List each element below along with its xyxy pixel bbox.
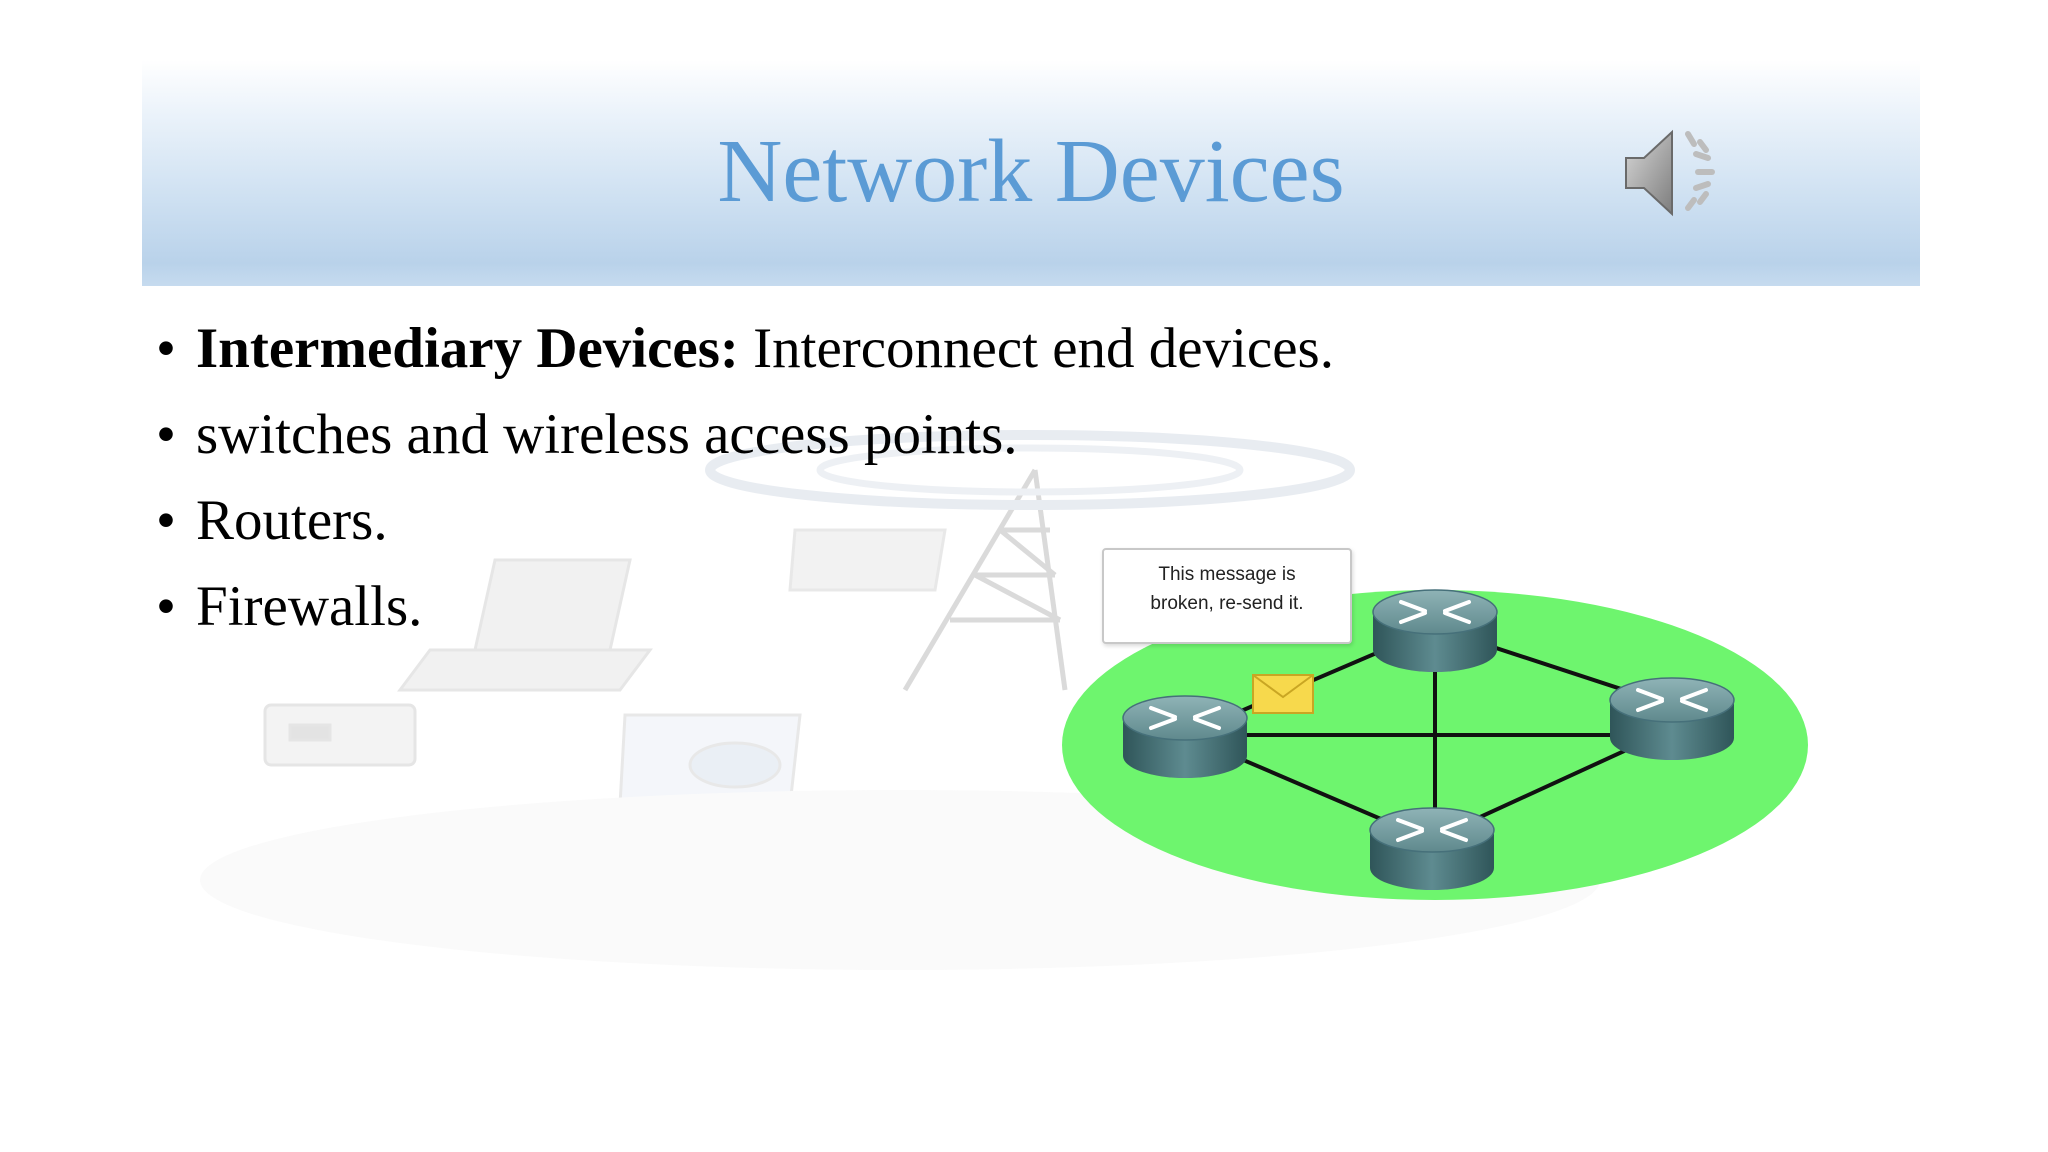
- bullet-text: Interconnect end devices.: [738, 317, 1334, 380]
- bullet-text: Firewalls.: [196, 575, 423, 638]
- bullet-bold-label: Intermediary Devices:: [196, 317, 739, 380]
- callout-line: This message is: [1158, 564, 1296, 585]
- bullet-item: • Firewalls.: [156, 564, 1334, 650]
- bullet-item: • switches and wireless access points.: [156, 392, 1334, 478]
- bullet-list: • Intermediary Devices: Interconnect end …: [156, 306, 1334, 650]
- router-icon: [1371, 588, 1499, 674]
- envelope-icon: [1252, 674, 1314, 714]
- bullet-glyph: •: [156, 317, 176, 380]
- bullet-item: • Routers.: [156, 478, 1334, 564]
- bullet-text: Routers.: [196, 489, 388, 552]
- network-diagram: [1062, 588, 1808, 900]
- antenna-tower-icon: [705, 430, 1355, 692]
- callout-line: broken, re-send it.: [1150, 593, 1304, 614]
- router-icon: [1608, 676, 1736, 762]
- bullet-glyph: •: [156, 489, 176, 552]
- router-icon: [1368, 806, 1496, 892]
- bullet-glyph: •: [156, 403, 176, 466]
- bullet-glyph: •: [156, 575, 176, 638]
- title-banner: Network Devices: [142, 60, 1920, 286]
- bullet-text: switches and wireless access points.: [196, 403, 1018, 466]
- router-icon: [1121, 694, 1249, 780]
- bullet-item: • Intermediary Devices: Interconnect end …: [156, 306, 1334, 392]
- laptop-icon: [788, 528, 947, 592]
- speaker-icon[interactable]: [1620, 124, 1724, 222]
- slide-title: Network Devices: [717, 122, 1345, 221]
- message-callout: This message is broken, re-send it.: [1102, 548, 1352, 644]
- laptop-icon: [397, 558, 653, 692]
- printer-icon: [263, 703, 417, 767]
